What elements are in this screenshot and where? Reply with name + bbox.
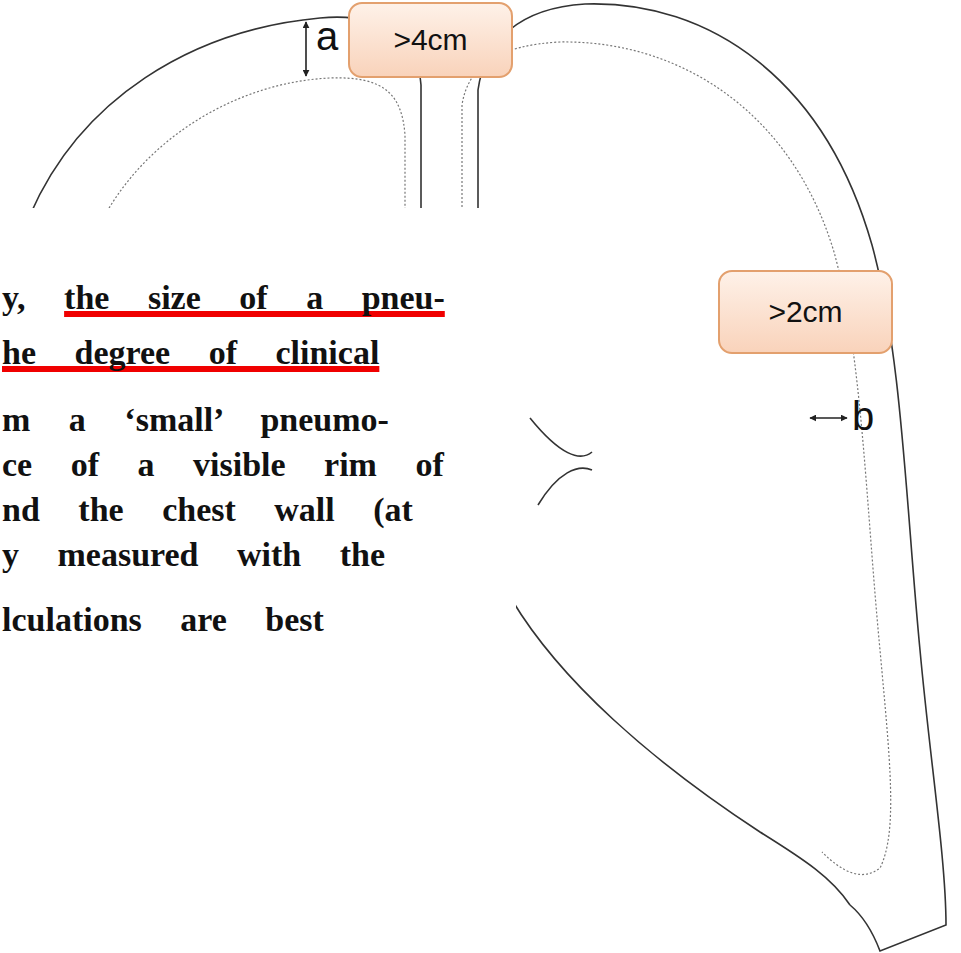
excerpt-line: y measured with the: [2, 535, 385, 576]
excerpt-line: y, the size of a pneu-: [2, 278, 445, 319]
dimension-letter: a: [316, 12, 338, 60]
measure-arrow: [810, 417, 847, 419]
excerpt-line: lculations are best: [2, 600, 324, 641]
callout-box: >2cm: [718, 270, 893, 354]
measure-arrow: [305, 22, 307, 76]
callout-box: >4cm: [348, 2, 513, 78]
excerpt-line: m a ‘small’ pneumo-: [2, 400, 389, 441]
excerpt-line: he degree of clinical: [2, 333, 379, 374]
excerpt-line: nd the chest wall (at: [2, 490, 413, 531]
excerpt-line: ce of a visible rim of: [2, 445, 444, 486]
text-excerpt: y, the size of a pneu-he degree of clini…: [0, 208, 516, 654]
dimension-letter: b: [852, 392, 874, 440]
callout-text: >2cm: [768, 295, 842, 329]
callout-text: >4cm: [393, 23, 467, 57]
